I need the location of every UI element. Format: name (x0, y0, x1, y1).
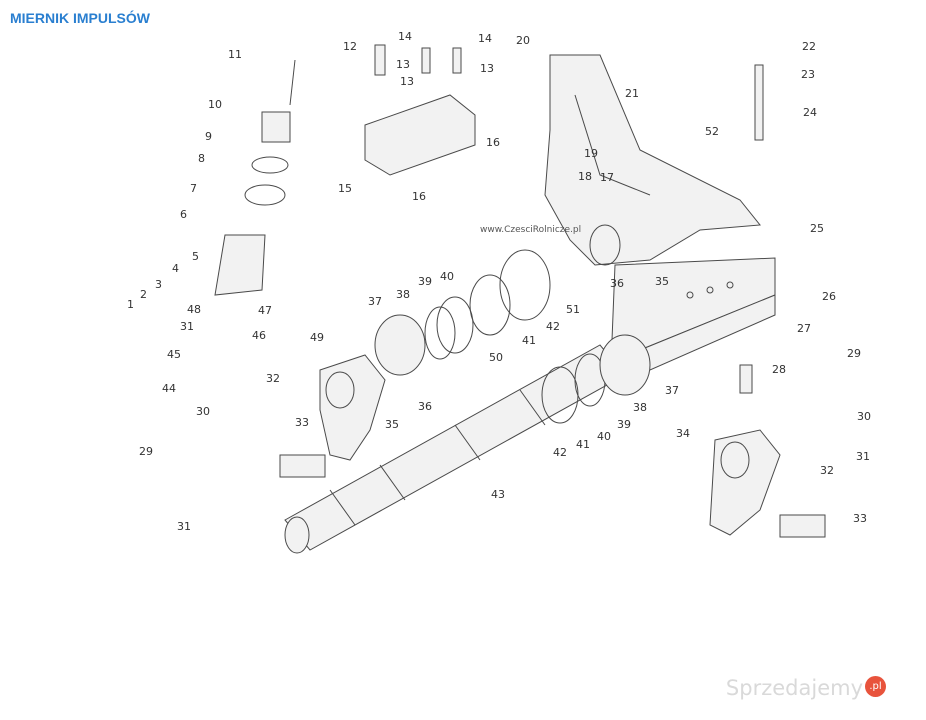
part-label: 37 (665, 384, 679, 397)
frame-bracket (544, 54, 761, 266)
part-label: 29 (847, 347, 861, 360)
block-part (364, 94, 476, 176)
part-label: 5 (192, 250, 199, 263)
part-label: 41 (576, 438, 590, 451)
part-label: 35 (385, 418, 399, 431)
part-label: 46 (252, 329, 266, 342)
part-label: 49 (310, 331, 324, 344)
bolts-pins (279, 44, 826, 538)
part-label: 4 (172, 262, 179, 275)
part-label: 38 (396, 288, 410, 301)
part-label: 27 (797, 322, 811, 335)
part-label: 48 (187, 303, 201, 316)
part-label: 32 (820, 464, 834, 477)
part-label: 47 (258, 304, 272, 317)
mounting-plate (611, 257, 776, 371)
part-label: 39 (418, 275, 432, 288)
part-label: 30 (857, 410, 871, 423)
part-label: 23 (801, 68, 815, 81)
part-label: 41 (522, 334, 536, 347)
part-label: 33 (853, 512, 867, 525)
part-label: 8 (198, 152, 205, 165)
part-label: 42 (553, 446, 567, 459)
part-label: 17 (600, 171, 614, 184)
part-label: 32 (266, 372, 280, 385)
part-label: 40 (440, 270, 454, 283)
part-label: 21 (625, 87, 639, 100)
part-label: 50 (489, 351, 503, 364)
part-label: 1 (127, 298, 134, 311)
part-label: 14 (478, 32, 492, 45)
pump-group (214, 59, 296, 296)
part-label: 39 (617, 418, 631, 431)
bearings-rings (374, 249, 651, 424)
part-label: 29 (139, 445, 153, 458)
part-label: 31 (180, 320, 194, 333)
part-label: 36 (418, 400, 432, 413)
part-label: 31 (177, 520, 191, 533)
part-label: 43 (491, 488, 505, 501)
part-label: 7 (190, 182, 197, 195)
part-label: 18 (578, 170, 592, 183)
part-label: 16 (486, 136, 500, 149)
brand-name: Sprzedajemy (725, 676, 863, 700)
part-label: 25 (810, 222, 824, 235)
part-labels: 1 2 3 4 5 6 7 8 9 10 11 12 13 13 13 14 1… (127, 30, 871, 533)
part-label: 52 (705, 125, 719, 138)
part-label: 30 (196, 405, 210, 418)
part-label: 20 (516, 34, 530, 47)
part-label: 35 (655, 275, 669, 288)
part-label: 36 (610, 277, 624, 290)
part-label: 45 (167, 348, 181, 361)
part-label: 22 (802, 40, 816, 53)
part-label: 28 (772, 363, 786, 376)
part-label: 3 (155, 278, 162, 291)
part-label: 34 (676, 427, 690, 440)
part-label: 13 (400, 75, 414, 88)
part-label: 33 (295, 416, 309, 429)
part-label: 14 (398, 30, 412, 43)
lever-arms (319, 354, 781, 536)
site-watermark: www.CzesciRolnicze.pl (480, 225, 581, 235)
part-label: 51 (566, 303, 580, 316)
part-label: 2 (140, 288, 147, 301)
brand-badge: .pl (865, 676, 886, 697)
part-label: 24 (803, 106, 817, 119)
part-label: 37 (368, 295, 382, 308)
part-label: 15 (338, 182, 352, 195)
part-label: 40 (597, 430, 611, 443)
part-label: 44 (162, 382, 176, 395)
part-label: 38 (633, 401, 647, 414)
part-label: 13 (396, 58, 410, 71)
part-label: 31 (856, 450, 870, 463)
part-label: 16 (412, 190, 426, 203)
part-label: 10 (208, 98, 222, 111)
part-label: 9 (205, 130, 212, 143)
part-label: 6 (180, 208, 187, 221)
part-label: 26 (822, 290, 836, 303)
part-label: 11 (228, 48, 242, 61)
part-label: 19 (584, 147, 598, 160)
part-label: 13 (480, 62, 494, 75)
part-label: 12 (343, 40, 357, 53)
brand-watermark: Sprzedajemy.pl (726, 676, 886, 700)
part-label: 42 (546, 320, 560, 333)
page-title: MIERNIK IMPULSÓW (10, 10, 150, 26)
